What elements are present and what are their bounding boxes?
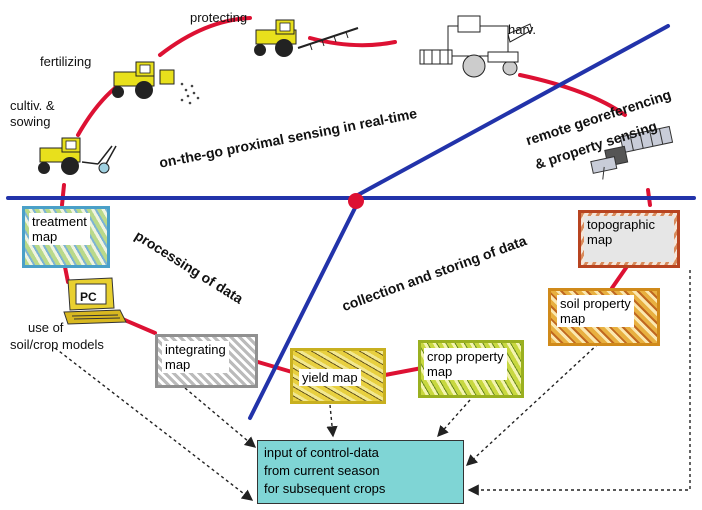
crop-property-map: crop property map [418, 340, 524, 398]
topographic-map-label: topographic map [584, 216, 674, 262]
yield-map: yield map [290, 348, 386, 404]
soil-property-map: soil property map [548, 288, 660, 346]
tractor-cultivating-icon [38, 137, 117, 175]
yield-map-label: yield map [299, 369, 361, 386]
fertilizing-label: fertilizing [40, 54, 92, 69]
tractor-fertilizing-icon [112, 61, 200, 105]
control-data-box: input of control-data from current seaso… [257, 440, 464, 504]
pc-icon [63, 277, 127, 325]
dotted-arrows [54, 270, 691, 501]
crop-property-map-label: crop property map [424, 348, 507, 380]
topographic-map: topographic map [578, 210, 680, 268]
control-data-line-2: from current season [264, 463, 380, 478]
control-data-line-1: input of control-data [264, 445, 379, 460]
treatment-map: treatment map [22, 206, 110, 268]
pc-label: PC [80, 290, 97, 304]
models-label-2: soil/crop models [10, 337, 104, 352]
center-node [348, 193, 364, 209]
protecting-label: protecting [190, 10, 248, 25]
cultivating-label: cultiv. & [10, 98, 55, 113]
harvester-icon [419, 15, 533, 78]
harvesting-label: harv. [508, 22, 536, 37]
control-data-line-3: for subsequent crops [264, 481, 386, 496]
treatment-map-label: treatment map [29, 213, 90, 245]
sowing-label: sowing [10, 114, 51, 129]
satellite-icon [590, 125, 674, 180]
soil-property-map-label: soil property map [557, 295, 634, 327]
integrating-map: integrating map [155, 334, 258, 388]
integrating-map-label: integrating map [162, 341, 229, 373]
tractor-protecting-icon [254, 19, 359, 57]
models-label-1: use of [28, 320, 64, 335]
